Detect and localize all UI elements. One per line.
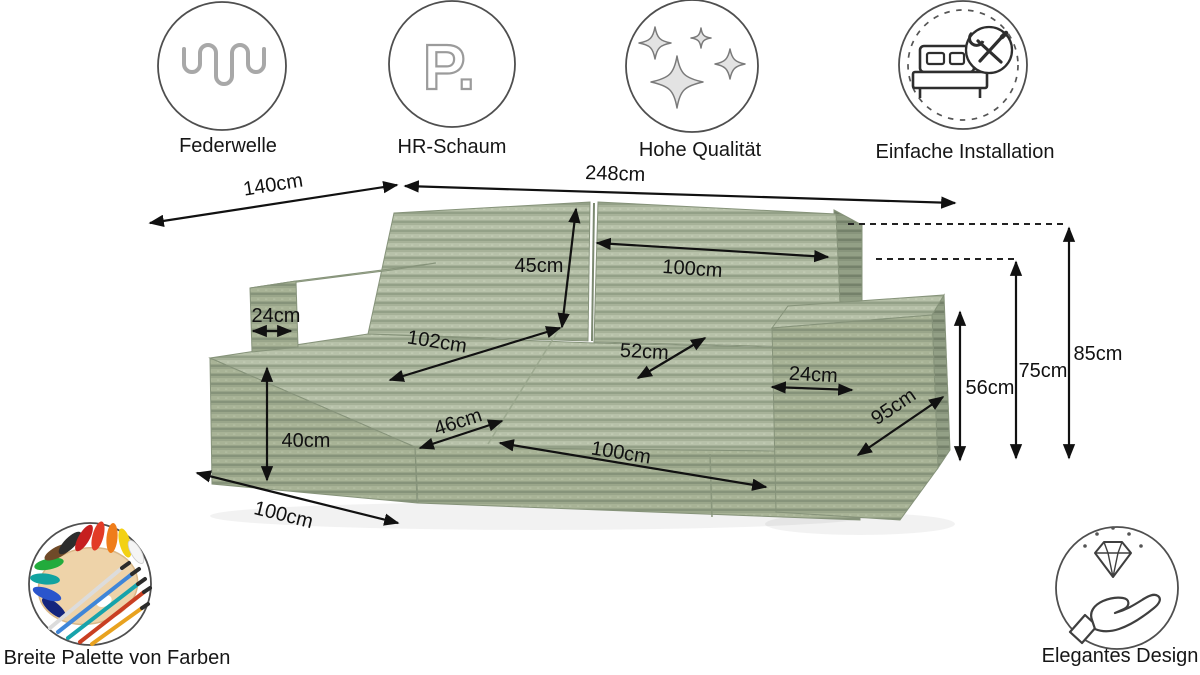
dimension-label: 56cm [966, 377, 1015, 399]
dimension-label: 75cm [1019, 360, 1068, 382]
feature-label: Breite Palette von Farben [4, 647, 231, 669]
spring-wave-icon [182, 43, 266, 86]
feature-circle [388, 0, 516, 128]
feature-circle [157, 1, 287, 131]
feature-circle [625, 0, 759, 133]
dimension-label: 45cm [515, 255, 564, 277]
feature-label: Hohe Qualität [639, 139, 762, 161]
sparkles-icon [638, 26, 746, 109]
dimension-armrest-right-width: 24cm [770, 363, 854, 396]
feature-farbpalette: Breite Palette von Farben [4, 521, 231, 669]
dimension-width-total: 248cm [403, 162, 957, 209]
dimension-label: 248cm [585, 162, 646, 186]
back-cushion-seam [591, 202, 595, 342]
dimension-label: 140cm [242, 170, 305, 201]
dimension-chaise-height: 40cm [260, 366, 331, 482]
dimension-label: 40cm [282, 430, 331, 452]
feature-hr-schaum: P. HR-Schaum [388, 0, 516, 158]
dimension-back-cushion-height: 45cm [515, 207, 581, 329]
corner-sofa-illustration [208, 201, 955, 535]
dimension-label: 52cm [619, 340, 669, 365]
dimension-annotations: 140cm 248cm 45cm 100cm 102cm 52cm 24cm [148, 162, 1123, 533]
dimension-seat-depth: 52cm [619, 337, 707, 379]
color-palette-icon [30, 521, 152, 646]
dimension-label: 24cm [788, 363, 838, 388]
dimension-label: 24cm [252, 305, 301, 327]
dimension-width-side: 140cm [148, 170, 399, 227]
hand-diamond-icon [1068, 526, 1161, 645]
dimension-label: 100cm [662, 256, 723, 282]
feature-federwelle: Federwelle [157, 1, 287, 157]
dimension-back-cushion-width: 100cm [595, 237, 830, 282]
feature-label: Einfache Installation [875, 141, 1054, 163]
dimension-label: 100cm [252, 497, 316, 533]
feature-label: Federwelle [179, 135, 277, 157]
dimension-label: 85cm [1074, 343, 1123, 365]
dimension-armrest-left-width: 24cm [251, 305, 301, 338]
feature-einfache-installation: Einfache Installation [875, 0, 1055, 163]
feature-hohe-qualitaet: Hohe Qualität [625, 0, 762, 161]
feature-label: HR-Schaum [398, 136, 507, 158]
dashed-ring [907, 9, 1019, 121]
dimension-armrest-height: 56cm [953, 310, 1015, 462]
feature-elegantes-design: Elegantes Design [1042, 526, 1199, 667]
feature-label: Elegantes Design [1042, 645, 1199, 667]
sofa-armrest-right-front [771, 314, 939, 521]
hr-foam-icon: P. [423, 31, 475, 103]
dimension-total-height: 85cm [848, 223, 1123, 460]
bed-tools-icon [911, 25, 1014, 98]
dimension-seat-back-height: 75cm [876, 258, 1068, 460]
